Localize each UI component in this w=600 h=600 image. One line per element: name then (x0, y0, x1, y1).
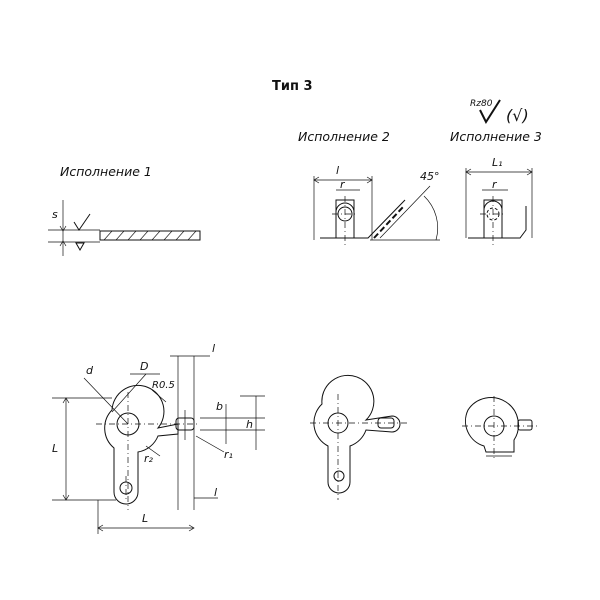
dim-s: s (52, 208, 58, 221)
variant-3-plan-view (462, 396, 540, 460)
variant-2-side-view: l r 45° (313, 164, 440, 245)
dim-R05: R0.5 (152, 380, 175, 391)
variant-1-label: Исполнение 1 (60, 164, 152, 179)
dim-r2: r₂ (144, 452, 154, 465)
variant-3-label: Исполнение 3 (450, 129, 542, 144)
dim-r-v3: r (492, 178, 498, 191)
roughness-bracket: (√) (506, 106, 529, 125)
dim-L-vertical: L (52, 442, 58, 455)
variant-1-plan-view: d D R0.5 l b h r₂ r₁ L L l (52, 342, 265, 534)
roughness-check-icon (479, 99, 501, 125)
dim-D: D (140, 360, 148, 373)
dim-d: d (86, 364, 94, 377)
surface-check-icon (73, 213, 91, 231)
roughness-value: Rz80 (470, 99, 493, 109)
dim-r1: r₁ (224, 448, 233, 461)
dim-angle: 45° (420, 170, 440, 183)
variant-3-side-view: L₁ r (465, 156, 533, 245)
surface-triangle-icon (75, 242, 85, 252)
roughness-mark: Rz80 (√) (470, 99, 529, 125)
drawing-title: Тип 3 (272, 79, 313, 94)
variant-2-plan-view (310, 374, 410, 500)
variant-2-label: Исполнение 2 (298, 129, 390, 144)
dim-l-bottom: l (214, 486, 217, 499)
dim-b: b (216, 400, 223, 413)
dim-l1: L₁ (492, 156, 503, 169)
dim-l-v2: l (336, 164, 339, 177)
dim-l-top: l (212, 342, 215, 355)
dim-L-horizontal: L (142, 512, 148, 525)
dim-h: h (246, 418, 253, 431)
variant-1-side-view: s (48, 200, 201, 256)
dim-r-v2: r (340, 178, 346, 191)
